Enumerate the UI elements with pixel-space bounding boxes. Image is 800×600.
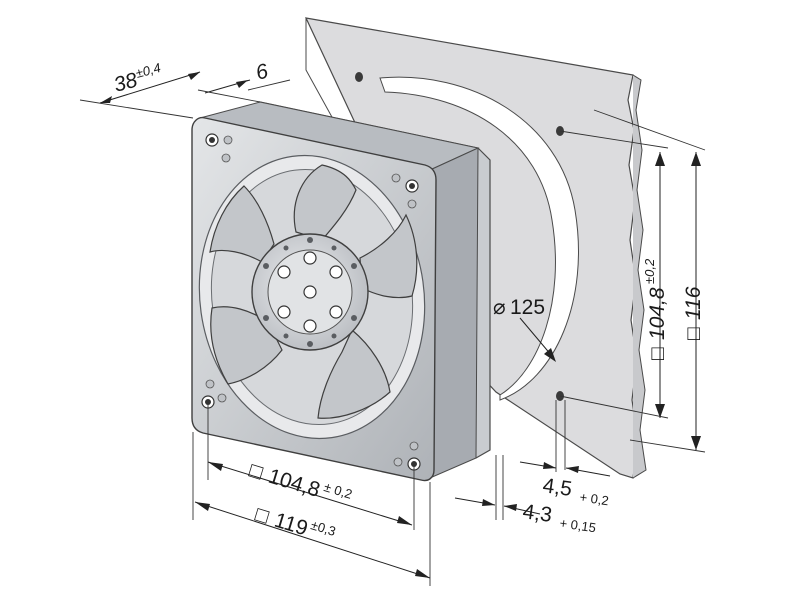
horizontal-dimensions xyxy=(192,402,431,586)
hole-spacing-v-value: 104,8 xyxy=(646,287,669,340)
diameter-value: 125 xyxy=(510,296,545,319)
label-hole-spacing-v: □ 104,8 ±0,2 xyxy=(642,258,669,360)
hole-spacing-v-tolerance: ±0,2 xyxy=(642,258,657,284)
square-symbol: □ xyxy=(646,347,669,360)
diameter-leader xyxy=(519,317,556,362)
outer-v-value: 116 xyxy=(682,286,705,320)
fan-blades xyxy=(209,164,418,419)
diameter-symbol: ⌀ xyxy=(493,296,506,319)
depth-tolerance: ±0,4 xyxy=(134,60,162,81)
fan-hub xyxy=(251,233,369,351)
square-symbol: □ xyxy=(247,459,266,485)
fan-hole-value: 4,3 xyxy=(521,500,553,527)
label-outer-v: □ 116 xyxy=(682,286,705,340)
square-symbol: □ xyxy=(682,327,705,340)
label-outer-h: □ 119 ±0,3 xyxy=(253,503,338,541)
fan-hole-tolerance: + 0,15 xyxy=(559,515,597,535)
label-diameter: ⌀ 125 xyxy=(493,296,545,319)
flange-value: 6 xyxy=(253,60,271,85)
depth-dimension xyxy=(79,71,291,119)
outer-h-tolerance: ±0,3 xyxy=(309,517,338,539)
hole-spacing-h-value: 104,8 xyxy=(266,465,323,502)
label-depth: 38 ±0,4 xyxy=(111,60,162,97)
hole-dimensions xyxy=(454,400,611,520)
square-symbol: □ xyxy=(253,503,272,529)
label-flange: 6 xyxy=(253,60,271,85)
outer-h-value: 119 xyxy=(272,509,311,541)
label-fan-hole: 4,3 + 0,15 xyxy=(521,500,597,535)
panel-hole-tolerance: + 0,2 xyxy=(579,489,610,508)
vertical-dimensions xyxy=(559,109,706,453)
fan-housing-side xyxy=(429,147,479,479)
label-panel-hole: 4,5 + 0,2 xyxy=(541,474,610,508)
panel-hole-value: 4,5 xyxy=(541,474,573,501)
panel-hole xyxy=(355,72,363,82)
